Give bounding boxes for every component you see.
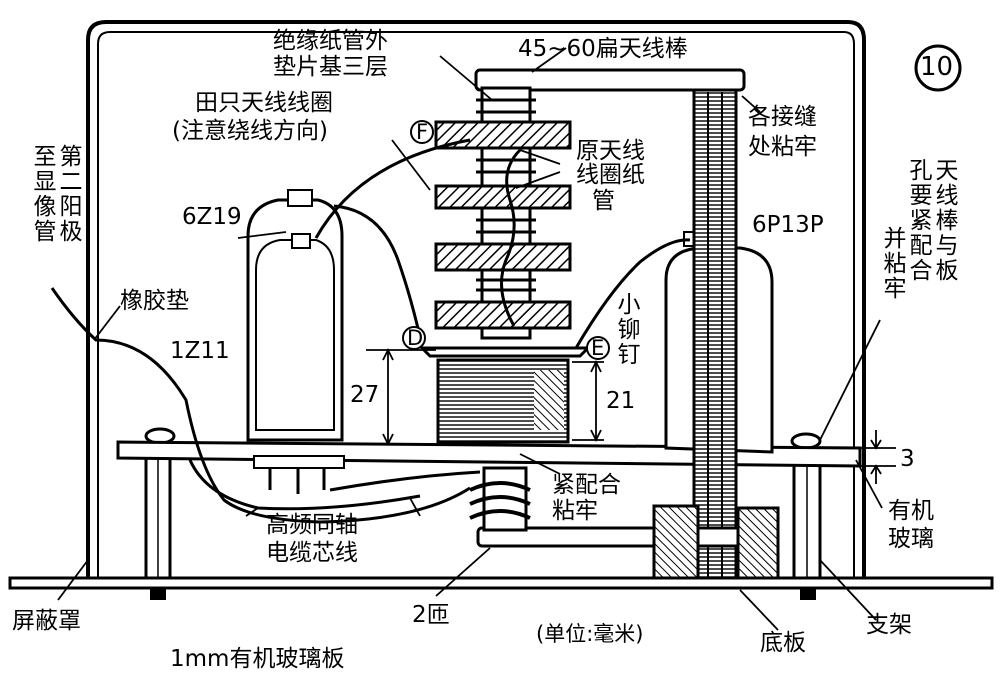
leader-lines	[57, 47, 883, 631]
label-plate: 1mm有机玻璃板	[170, 646, 345, 672]
label-mark-e: E	[591, 336, 605, 360]
label-1z11: 1Z11	[170, 338, 230, 364]
label-dim-21: 21	[606, 388, 636, 414]
label-orig-coil-2: 线圈纸	[576, 162, 645, 188]
label-right-v1: 天线棒与板	[931, 158, 957, 283]
label-left-v1: 至显像管	[29, 144, 55, 244]
label-dim-27: 27	[350, 382, 380, 408]
bracket-post	[692, 88, 738, 580]
figure-number: 10	[920, 52, 954, 82]
label-mark-f: F	[416, 120, 429, 144]
label-bracket: 支架	[866, 612, 912, 638]
flat-rod-top	[474, 68, 746, 92]
label-paper-tube: 绝缘纸管外	[273, 28, 388, 54]
label-unit: (单位:毫米)	[536, 622, 644, 646]
label-orig-coil-3: 管	[592, 188, 615, 214]
tube-1z11-shape	[246, 189, 345, 494]
label-tight-fit: 紧配合	[552, 472, 621, 498]
label-coil-title: 田只天线线圈	[195, 90, 333, 116]
label-tight-fit-2: 粘牢	[552, 498, 598, 524]
label-organic-glass: 有机	[888, 498, 934, 524]
label-right-v2: 孔要紧配合	[905, 158, 931, 283]
dimension-lines	[366, 347, 896, 484]
ferrite-block-left	[652, 504, 700, 580]
shield-box-inner	[97, 31, 855, 583]
figure-number-circle	[914, 44, 962, 92]
mark-d-circle	[402, 326, 426, 350]
label-dim-3: 3	[900, 446, 915, 472]
mark-f-circle	[410, 120, 434, 144]
label-base: 底板	[760, 630, 806, 656]
label-left-v2: 第二阳极	[55, 144, 81, 244]
label-organic-glass-2: 玻璃	[888, 526, 934, 552]
label-seams: 各接缝	[748, 104, 817, 130]
shield-box	[86, 20, 866, 583]
label-coil-note: (注意绕线方向)	[172, 118, 328, 144]
base-screws	[150, 588, 816, 600]
transformer-drum	[436, 358, 570, 444]
label-rubber: 橡胶垫	[120, 288, 189, 314]
mark-e-circle	[586, 336, 610, 360]
label-coax-2: 电缆芯线	[266, 540, 358, 566]
label-small-rivet: 小铆钉	[613, 292, 639, 367]
label-rod: 45~60扁天线棒	[518, 36, 688, 62]
base-plate	[8, 576, 994, 590]
label-coax: 高频同轴	[266, 512, 358, 538]
label-seams-2: 处粘牢	[748, 134, 817, 160]
label-turns: 2匝	[412, 602, 450, 628]
spring-coil	[469, 466, 531, 532]
label-6p13p: 6P13P	[752, 212, 824, 238]
ferrite-block-right	[736, 506, 780, 580]
wires	[50, 138, 691, 524]
label-orig-coil-1: 原天线	[576, 138, 645, 164]
label-right-v3: 并粘牢	[879, 226, 905, 301]
label-shield: 屏蔽罩	[12, 608, 81, 634]
coil-disc	[418, 346, 592, 358]
label-mark-d: D	[407, 326, 424, 350]
label-6z19: 6Z19	[182, 204, 242, 230]
label-paper-tube-2: 垫片基三层	[273, 54, 388, 80]
